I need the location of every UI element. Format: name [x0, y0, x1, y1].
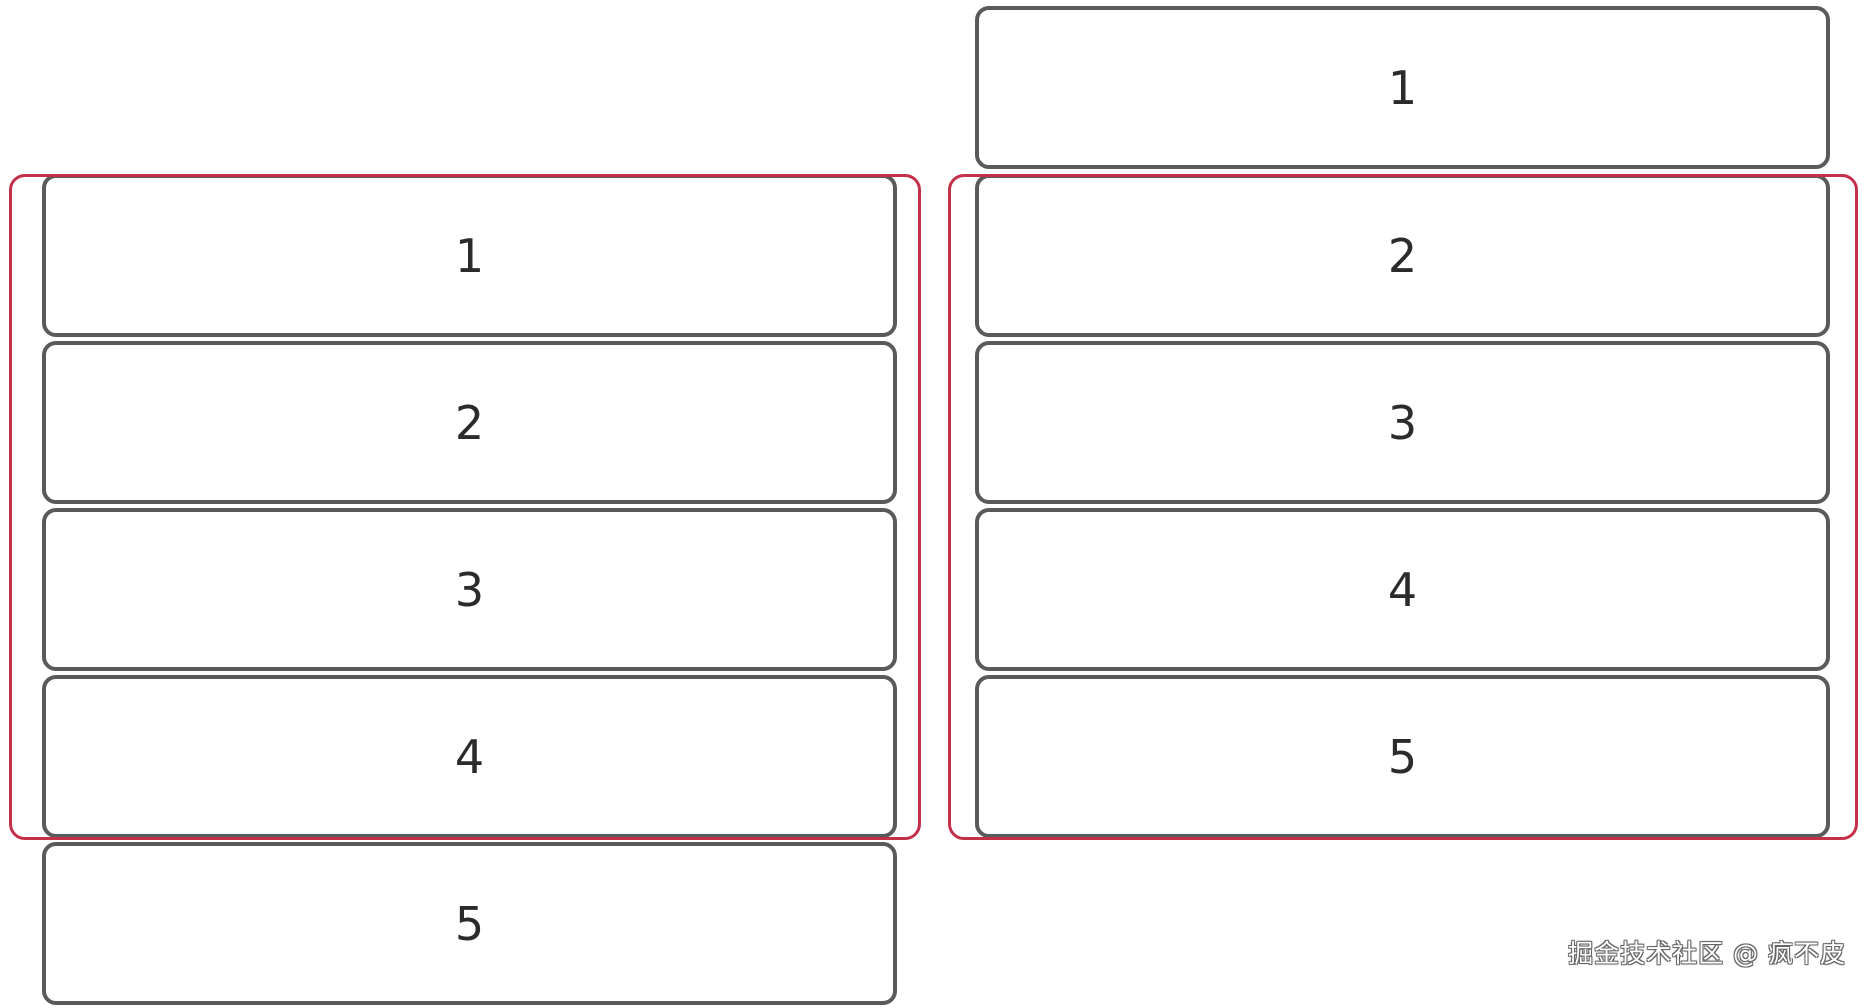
right-item-4-label: 4	[1387, 562, 1418, 617]
right-list-item-1: 1	[975, 6, 1830, 169]
right-item-2-label: 2	[1387, 228, 1418, 283]
right-list-item-5: 5	[975, 675, 1830, 838]
left-list-item-5: 5	[42, 842, 897, 1005]
left-list-item-4: 4	[42, 675, 897, 838]
left-item-1-label: 1	[454, 228, 485, 283]
left-list-item-3: 3	[42, 508, 897, 671]
right-item-3-label: 3	[1387, 395, 1418, 450]
left-item-5-label: 5	[454, 896, 485, 951]
right-item-5-label: 5	[1387, 729, 1418, 784]
watermark-text: 掘金技术社区 @ 疯不皮	[1568, 939, 1846, 968]
right-item-1-label: 1	[1387, 60, 1418, 115]
left-item-3-label: 3	[454, 562, 485, 617]
right-list-item-2: 2	[975, 174, 1830, 337]
right-list-item-4: 4	[975, 508, 1830, 671]
left-list-item-2: 2	[42, 341, 897, 504]
right-list-item-3: 3	[975, 341, 1830, 504]
left-list-item-1: 1	[42, 174, 897, 337]
left-item-4-label: 4	[454, 729, 485, 784]
left-item-2-label: 2	[454, 395, 485, 450]
